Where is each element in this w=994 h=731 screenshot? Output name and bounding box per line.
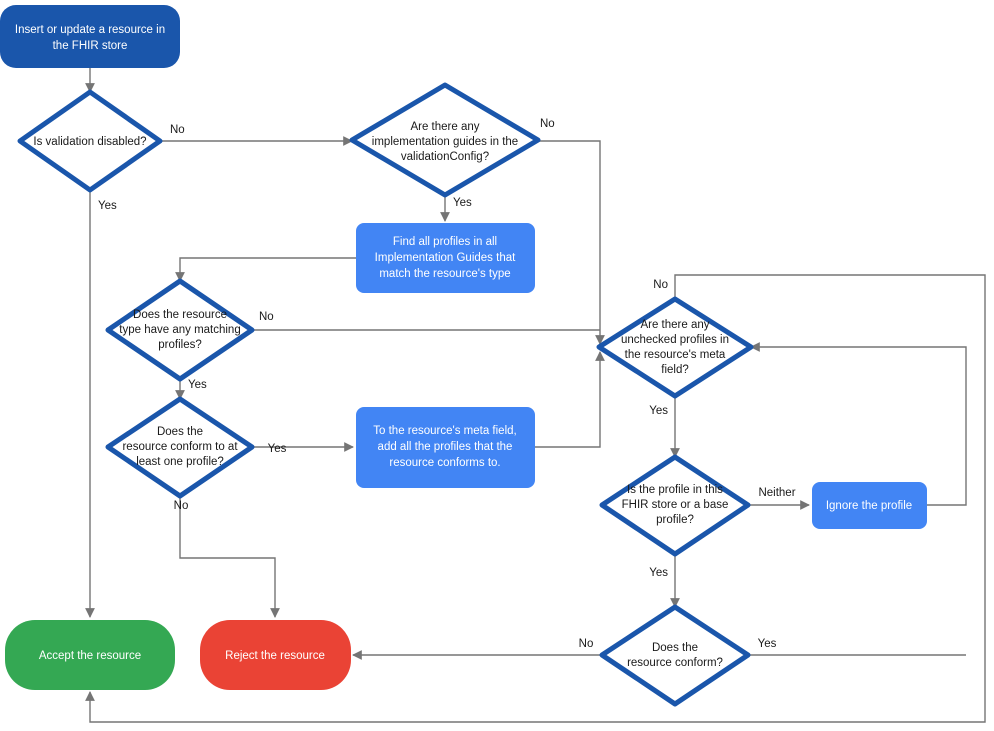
start-label-line-1: Insert or update a resource in	[15, 24, 165, 36]
implementation-guides-label-line-1: Are there any	[410, 121, 479, 133]
matching-profiles-label-line-2: type have any matching	[119, 324, 240, 336]
node-unchecked-profiles[interactable]: Are there any unchecked profiles in the …	[596, 296, 754, 399]
edges-layer	[85, 68, 986, 723]
accept-label: Accept the resource	[39, 650, 141, 662]
edge-label-guides-yes: Yes	[453, 197, 472, 209]
edge-label-matching-yes: Yes	[188, 379, 207, 391]
node-profile-in-store[interactable]: Is the profile in this FHIR store or a b…	[599, 454, 751, 557]
validation-disabled-label-line-1: Is validation disabled?	[33, 136, 146, 148]
reject-label: Reject the resource	[225, 650, 325, 662]
resource-conform-shape	[599, 604, 751, 707]
ignore-profile-shape	[812, 482, 927, 529]
edge-guides-no	[538, 140, 605, 345]
matching-profiles-label-line-1: Does the resource	[133, 309, 227, 321]
node-ignore-profile[interactable]: Ignore the profile	[812, 482, 927, 529]
edge-label-matching-no: No	[259, 311, 274, 323]
node-conform-one-profile[interactable]: Does the resource conform to at least on…	[105, 396, 255, 499]
node-add-profiles-meta[interactable]: To the resource's meta field, add all th…	[356, 407, 535, 488]
edge-label-conform-no: No	[579, 638, 594, 650]
node-accept[interactable]: Accept the resource	[5, 620, 175, 690]
start-label-line-2: the FHIR store	[53, 40, 128, 52]
profile-in-store-label-line-3: profile?	[656, 514, 694, 526]
find-profiles-label-line-3: match the resource's type	[379, 268, 510, 280]
unchecked-profiles-label-line-2: unchecked profiles in	[621, 334, 729, 346]
implementation-guides-label-line-3: validationConfig?	[401, 151, 489, 163]
profile-in-store-label-line-1: Is the profile in this	[627, 484, 723, 496]
profile-in-store-label-line-2: FHIR store or a base	[622, 499, 729, 511]
find-profiles-label-line-2: Implementation Guides that	[375, 252, 516, 264]
edge-ignore-to-unchecked	[750, 342, 967, 506]
edge-label-validation-yes: Yes	[98, 200, 117, 212]
edge-find-to-matching	[175, 257, 356, 282]
start-shape	[0, 5, 180, 68]
edge-labels-layer: No Yes No Yes No Yes Yes No No Yes Neith…	[98, 118, 796, 650]
find-profiles-label-line-1: Find all profiles in all	[393, 236, 497, 248]
unchecked-profiles-label-line-3: the resource's meta	[625, 349, 726, 361]
matching-profiles-label-line-3: profiles?	[158, 339, 201, 351]
unchecked-profiles-shape	[596, 296, 754, 399]
validation-disabled-shape	[17, 89, 163, 193]
edge-add-meta-to-unchecked	[535, 351, 605, 448]
add-profiles-meta-label-line-1: To the resource's meta field,	[373, 425, 516, 437]
unchecked-profiles-label-line-4: field?	[661, 364, 689, 376]
edge-label-conform-one-yes: Yes	[268, 443, 287, 455]
node-reject[interactable]: Reject the resource	[200, 620, 351, 690]
node-start[interactable]: Insert or update a resource in the FHIR …	[0, 5, 180, 68]
edge-unchecked-no	[85, 274, 986, 723]
add-profiles-meta-label-line-3: resource conforms to.	[389, 457, 500, 469]
unchecked-profiles-label-line-1: Are there any	[640, 319, 709, 331]
edge-label-profile-neither: Neither	[758, 487, 795, 499]
conform-one-profile-label-line-2: resource conform to at	[122, 441, 238, 453]
edge-conform-one-no	[179, 496, 280, 618]
node-resource-conform[interactable]: Does the resource conform?	[599, 604, 751, 707]
edge-label-guides-no: No	[540, 118, 555, 130]
find-profiles-shape	[356, 223, 535, 293]
implementation-guides-shape	[349, 82, 541, 198]
conform-one-profile-shape	[105, 396, 255, 499]
node-implementation-guides[interactable]: Are there any implementation guides in t…	[349, 82, 541, 198]
node-matching-profiles[interactable]: Does the resource type have any matching…	[105, 278, 255, 382]
resource-conform-label-line-1: Does the	[652, 642, 698, 654]
profile-in-store-shape	[599, 454, 751, 557]
conform-one-profile-label-line-3: least one profile?	[136, 456, 224, 468]
ignore-profile-label-line-1: Ignore the profile	[826, 500, 912, 512]
conform-one-profile-label-line-1: Does the	[157, 426, 203, 438]
add-profiles-meta-shape	[356, 407, 535, 488]
edge-label-validation-no: No	[170, 124, 185, 136]
edge-label-conform-one-no: No	[174, 500, 189, 512]
edge-label-unchecked-no: No	[653, 279, 668, 291]
implementation-guides-label-line-2: implementation guides in the	[372, 136, 518, 148]
edge-label-unchecked-yes: Yes	[649, 405, 668, 417]
resource-conform-label-line-2: resource conform?	[627, 657, 723, 669]
edge-label-profile-yes: Yes	[649, 567, 668, 579]
reject-shape	[200, 620, 351, 690]
add-profiles-meta-label-line-2: add all the profiles that the	[378, 441, 513, 453]
edge-label-conform-yes: Yes	[758, 638, 777, 650]
node-find-profiles[interactable]: Find all profiles in all Implementation …	[356, 223, 535, 293]
node-validation-disabled[interactable]: Is validation disabled?	[17, 89, 163, 193]
accept-shape	[5, 620, 175, 690]
matching-profiles-shape	[105, 278, 255, 382]
